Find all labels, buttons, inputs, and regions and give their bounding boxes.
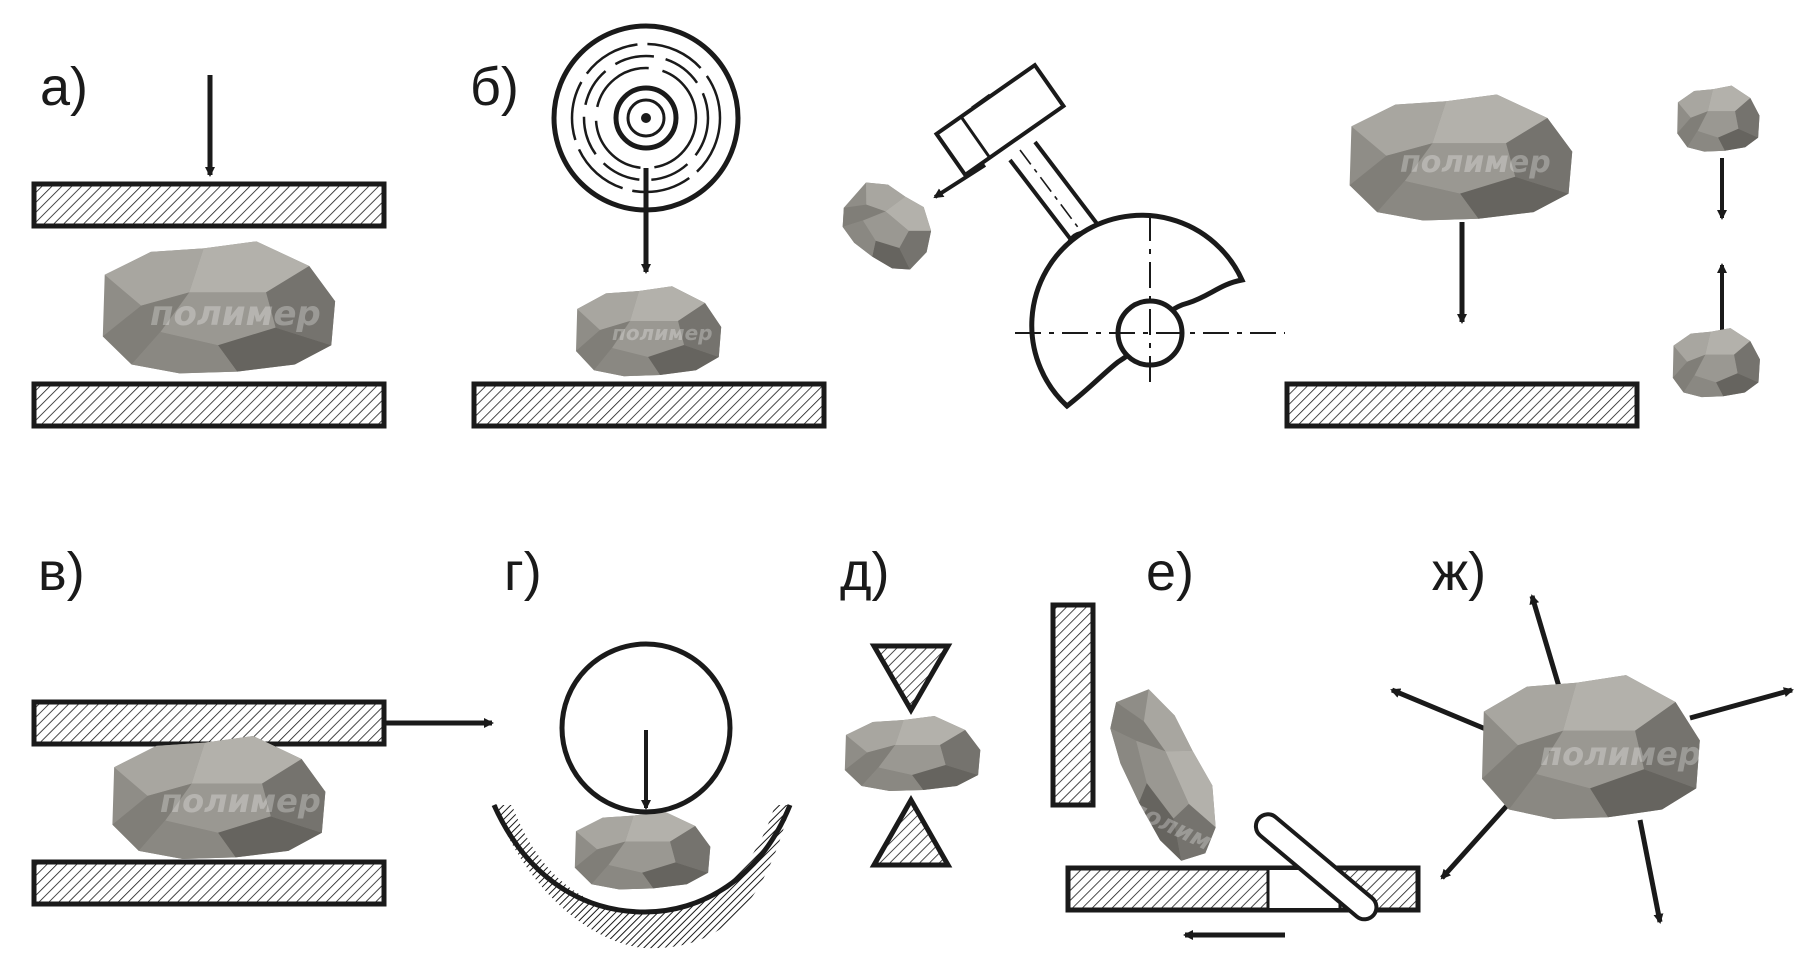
- colliding-rock-bottom: [1672, 328, 1760, 398]
- lower-plate: [31, 859, 387, 907]
- panel-d-label: д): [840, 542, 890, 602]
- burst-arrow-down-left: [1440, 798, 1514, 880]
- burst-arrow-left: [1390, 687, 1501, 738]
- panel-g-roller: г): [491, 542, 793, 949]
- lower-plate: [31, 381, 387, 429]
- watermark: полимер: [1540, 735, 1701, 773]
- panel-zh-label: ж): [1432, 542, 1486, 602]
- burst-arrow-right: [1689, 687, 1794, 721]
- panel-v-label: в): [38, 542, 85, 602]
- watermark: полимер: [160, 782, 321, 820]
- bowl: [494, 805, 790, 949]
- ejection-arrow: [933, 163, 987, 199]
- impact-plate: [1284, 381, 1640, 429]
- lower-wedge: [869, 794, 953, 868]
- upper-wedge: [869, 643, 953, 715]
- panel-b-label: б): [470, 57, 519, 117]
- panel-a-label: а): [40, 57, 88, 117]
- rock: [844, 716, 981, 791]
- burst-arrow-up: [1529, 594, 1563, 691]
- watermark: полимер: [612, 321, 712, 345]
- panel-b-impact: б) полимер: [470, 23, 827, 429]
- ejected-rock: [830, 168, 948, 283]
- panel-v-abrasion: в) полимер: [31, 542, 494, 907]
- vertical-stop: [1050, 602, 1096, 808]
- watermark: полимер: [1400, 145, 1551, 180]
- panel-e-breaking: е) полимер: [1050, 542, 1421, 940]
- panel-a-compression: а) полимер: [31, 57, 387, 429]
- hammer-head: [933, 62, 1067, 178]
- panel-g-label: г): [504, 542, 542, 602]
- roller: [559, 641, 733, 815]
- free-fall-panel: полимер: [1284, 85, 1760, 429]
- colliding-rock-top: [1677, 85, 1760, 152]
- upper-plate: [31, 699, 387, 747]
- panel-zh-burst: ж) полимер: [1390, 542, 1794, 924]
- upper-plate: [31, 181, 387, 229]
- hammer-rotor-panel: [830, 62, 1285, 410]
- burst-arrow-down: [1637, 819, 1664, 924]
- hammer-arm: [1008, 158, 1077, 247]
- panel-d-splitting: д): [840, 542, 981, 868]
- rock: [574, 811, 711, 890]
- flywheel: [551, 23, 741, 213]
- watermark: полимер: [150, 294, 321, 334]
- base-plate: [471, 381, 827, 429]
- lever: [1253, 812, 1379, 922]
- panel-e-label: е): [1146, 542, 1194, 602]
